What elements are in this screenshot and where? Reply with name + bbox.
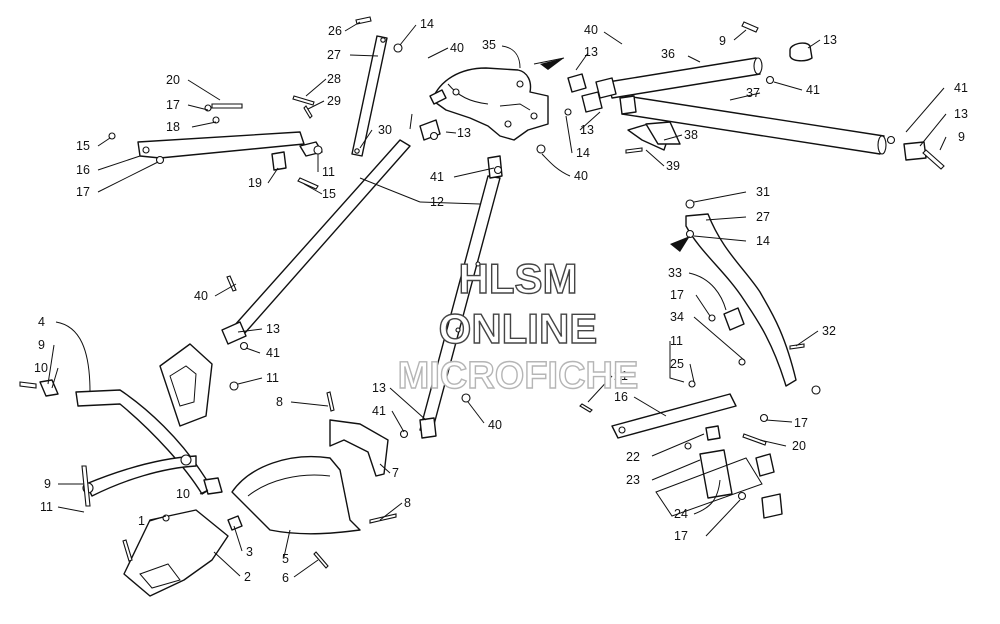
callout-27: 27 — [327, 48, 341, 62]
bar-16-right — [579, 380, 769, 450]
callout-38: 38 — [684, 128, 698, 142]
bar-16-upper-left — [108, 95, 323, 190]
tube-36 — [567, 21, 813, 99]
callout-41: 41 — [430, 170, 444, 184]
callout-40: 40 — [574, 169, 588, 183]
callout-21: 21 — [614, 369, 628, 383]
callout-9: 9 — [38, 338, 45, 352]
callout-12: 12 — [430, 195, 444, 209]
callout-14: 14 — [576, 146, 590, 160]
callout-13: 13 — [954, 107, 968, 121]
callout-32: 32 — [822, 324, 836, 338]
callout-29: 29 — [327, 94, 341, 108]
callout-17: 17 — [674, 529, 688, 543]
steering-head-35 — [429, 67, 549, 154]
callout-25: 25 — [670, 357, 684, 371]
callout-9: 9 — [958, 130, 965, 144]
callout-36: 36 — [661, 47, 675, 61]
callout-8: 8 — [404, 496, 411, 510]
callout-40: 40 — [194, 289, 208, 303]
sensor-bracket-assembly — [655, 425, 783, 519]
callout-19: 19 — [248, 176, 262, 190]
callout-41: 41 — [954, 81, 968, 95]
brace-27-upper — [351, 16, 403, 157]
callout-41: 41 — [372, 404, 386, 418]
callout-37: 37 — [746, 86, 760, 100]
callout-13: 13 — [823, 33, 837, 47]
callout-17: 17 — [670, 288, 684, 302]
callout-11: 11 — [322, 165, 335, 179]
callout-17: 17 — [76, 185, 90, 199]
callout-27: 27 — [756, 210, 770, 224]
callout-39: 39 — [666, 159, 680, 173]
frame-4-lower-left — [19, 343, 239, 507]
watermark-line-2: ONLINE — [439, 305, 598, 352]
callout-35: 35 — [482, 38, 496, 52]
callout-13: 13 — [584, 45, 598, 59]
callout-17: 17 — [166, 98, 180, 112]
callout-18: 18 — [166, 120, 180, 134]
part-geometry — [19, 16, 945, 597]
callout-22: 22 — [626, 450, 640, 464]
callout-10: 10 — [176, 487, 190, 501]
callout-14: 14 — [756, 234, 770, 248]
callout-13: 13 — [372, 381, 386, 395]
callout-11: 11 — [40, 500, 53, 514]
watermark-line-1: HLSM — [459, 255, 578, 302]
callout-40: 40 — [450, 41, 464, 55]
callout-30: 30 — [378, 123, 392, 137]
arrow-indicator-top — [540, 58, 564, 70]
callout-20: 20 — [166, 73, 180, 87]
callout-labels: 26 14 27 28 29 40 35 40 13 9 13 36 41 37… — [34, 17, 968, 585]
callout-8: 8 — [276, 395, 283, 409]
tube-12-left — [221, 119, 441, 351]
watermark-line-3: MICROFICHE — [398, 355, 639, 397]
callout-11: 11 — [670, 334, 683, 348]
arrow-indicator-right — [670, 236, 690, 252]
callout-3: 3 — [246, 545, 253, 559]
callout-41: 41 — [806, 83, 820, 97]
callout-23: 23 — [626, 473, 640, 487]
callout-14: 14 — [420, 17, 434, 31]
callout-16: 16 — [76, 163, 90, 177]
callout-11: 11 — [266, 371, 279, 385]
callout-40: 40 — [488, 418, 502, 432]
callout-20: 20 — [792, 439, 806, 453]
callout-34: 34 — [670, 310, 684, 324]
callout-4: 4 — [38, 315, 45, 329]
watermark: HLSM ONLINE MICROFICHE — [397, 254, 639, 397]
tube-12-right — [399, 155, 503, 439]
callout-40: 40 — [584, 23, 598, 37]
callout-5: 5 — [282, 552, 289, 566]
brace-27-right — [685, 199, 821, 395]
callout-15: 15 — [76, 139, 90, 153]
callout-13: 13 — [266, 322, 280, 336]
callout-1: 1 — [138, 514, 145, 528]
fender-5 — [227, 391, 397, 569]
callout-16: 16 — [614, 390, 628, 404]
bracket-38 — [625, 121, 681, 154]
callout-7: 7 — [392, 466, 399, 480]
callout-26: 26 — [328, 24, 342, 38]
callout-13: 13 — [457, 126, 471, 140]
callout-31: 31 — [756, 185, 770, 199]
direction-arrows — [540, 58, 690, 252]
callout-17: 17 — [794, 416, 808, 430]
callout-13: 13 — [580, 123, 594, 137]
tube-37 — [564, 91, 945, 170]
callout-33: 33 — [668, 266, 682, 280]
skid-plate-2 — [122, 509, 229, 597]
callout-2: 2 — [244, 570, 251, 584]
callout-15: 15 — [322, 187, 336, 201]
callout-10: 10 — [34, 361, 48, 375]
callout-24: 24 — [674, 507, 688, 521]
callout-9: 9 — [44, 477, 51, 491]
callout-6: 6 — [282, 571, 289, 585]
leader-lines — [47, 21, 947, 578]
callout-28: 28 — [327, 72, 341, 86]
callout-41: 41 — [266, 346, 280, 360]
callout-9: 9 — [719, 34, 726, 48]
